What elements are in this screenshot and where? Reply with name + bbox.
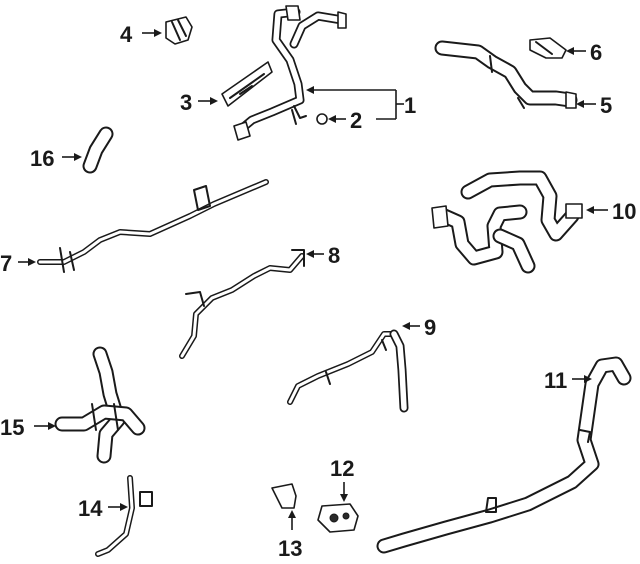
part-12-valve <box>317 503 359 533</box>
callout-9: 9 <box>424 315 436 340</box>
callout-4: 4 <box>120 22 133 47</box>
callout-8: 8 <box>328 243 340 268</box>
callout-12: 12 <box>330 456 354 481</box>
part-16-hose <box>82 126 114 174</box>
callout-13: 13 <box>278 536 302 561</box>
part-13-bracket <box>271 483 297 509</box>
callout-14: 14 <box>78 496 103 521</box>
callout-2: 2 <box>350 108 362 133</box>
part-7-tube <box>37 179 269 273</box>
callout-3: 3 <box>180 90 192 115</box>
part-8-tube <box>179 249 305 359</box>
callout-15: 15 <box>0 415 24 440</box>
callout-1: 1 <box>404 93 416 118</box>
callout-6: 6 <box>590 40 602 65</box>
part-3-shield <box>221 61 273 107</box>
part-5-hose <box>434 40 578 109</box>
part-9-tube <box>287 329 409 413</box>
callout-7: 7 <box>0 251 12 276</box>
callout-11: 11 <box>544 368 567 393</box>
part-11-hose <box>376 356 632 554</box>
part-15-hose-assembly <box>54 346 146 464</box>
part-10-hose-assembly <box>431 170 583 274</box>
part-6-hose-end <box>529 37 567 59</box>
callout-10: 10 <box>612 199 636 224</box>
callout-5: 5 <box>600 93 612 118</box>
part-2-grommet <box>316 113 328 125</box>
leaders <box>18 29 608 530</box>
callout-labels: 4 3 2 1 6 5 16 10 7 8 9 11 15 14 13 12 <box>0 22 636 561</box>
part-1-pipe-assembly <box>233 5 347 141</box>
callout-16: 16 <box>30 146 54 171</box>
part-14-tube <box>95 475 153 557</box>
part-4-hose-end <box>165 16 193 45</box>
